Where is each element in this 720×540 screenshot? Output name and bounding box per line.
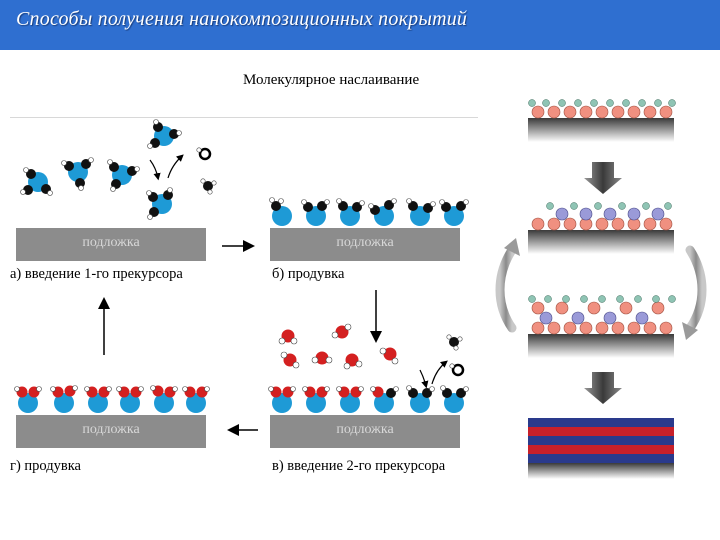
divider-line: [10, 117, 478, 118]
mixed-surface-layer: [268, 385, 469, 413]
precursor-1-molecules-gas: [20, 119, 217, 220]
substrate-a: подложка: [16, 228, 206, 261]
cycle-arrow-left: [495, 245, 517, 333]
caption-step-g: г) продувка: [10, 458, 81, 474]
caption-step-a: а) введение 1-го прекурсора: [10, 266, 183, 282]
substrate-v: подложка: [270, 415, 460, 448]
multilayer-coating: [528, 418, 674, 479]
down-arrow-1: [584, 162, 622, 194]
down-arrow-2: [584, 372, 622, 404]
slide-title: Способы получения нанокомпозиционных пок…: [16, 8, 468, 30]
substrate-b: подложка: [270, 228, 460, 261]
adsorbed-precursor-1-layer: [269, 197, 469, 226]
precursor-2-molecules-gas: [278, 323, 465, 389]
growth-stage-3: [528, 295, 676, 358]
caption-step-b: б) продувка: [272, 266, 345, 282]
cycle-arrow-right: [685, 245, 707, 333]
substrate-g: подложка: [16, 415, 206, 448]
growth-stage-1: [528, 99, 676, 142]
growth-stage-2: [528, 202, 674, 254]
diagram-subtitle: Молекулярное наслаивание: [243, 72, 420, 88]
caption-step-v: в) введение 2-го прекурсора: [272, 458, 446, 474]
hydroxylated-surface-layer: [14, 385, 210, 413]
title-bar: Способы получения нанокомпозиционных пок…: [0, 0, 720, 50]
